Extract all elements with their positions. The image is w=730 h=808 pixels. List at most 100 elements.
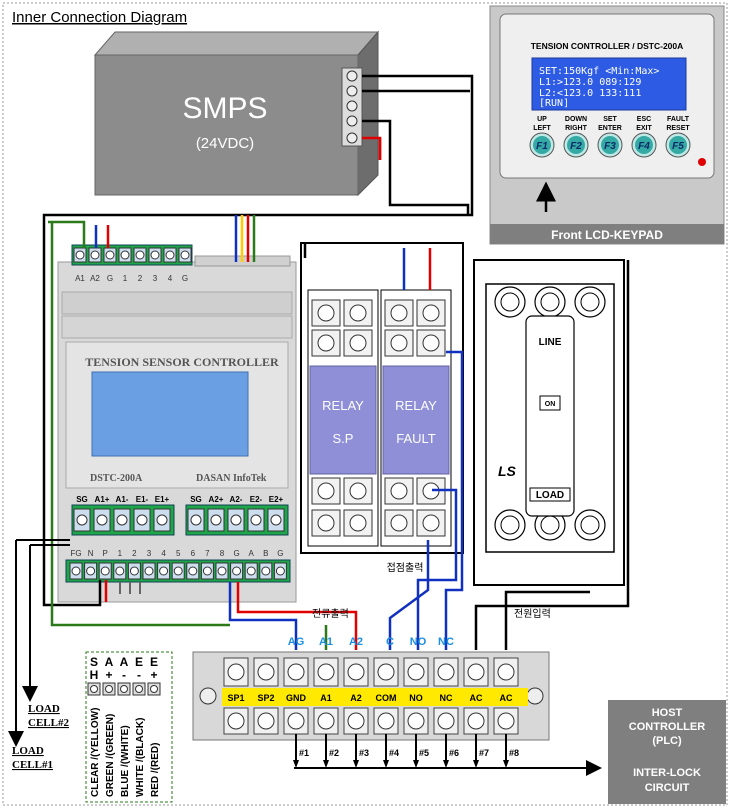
loadcell-id: CELL#2 (28, 717, 69, 729)
wire-label: A2 (349, 636, 363, 648)
legend-code: A (105, 655, 114, 669)
bottom-terminal-label: 4 (161, 549, 166, 558)
host-line-1: HOST (652, 707, 683, 719)
bottom-terminal-label: 1 (118, 549, 123, 558)
terminal-label: A1 (320, 693, 332, 703)
lcd-line-2: L1:>123.0 089:129 (539, 77, 641, 88)
keypad-caption-bar (490, 224, 724, 244)
key-label: F3 (604, 141, 616, 152)
legend-code: E (150, 655, 158, 669)
top-terminal-label: A1 (75, 274, 85, 283)
bottom-terminal-label: 2 (132, 549, 137, 558)
bottom-terminal-label: N (88, 549, 94, 558)
keypad-header: TENSION CONTROLLER / DSTC-200A (531, 41, 684, 51)
terminal-label: AC (470, 693, 483, 703)
legend-code: E (135, 655, 143, 669)
smps-unit: SMPS (24VDC) (93, 30, 380, 197)
bottom-terminal-label: P (103, 549, 108, 558)
smps-voltage: (24VDC) (196, 135, 254, 152)
terminal-number: #6 (449, 748, 459, 758)
mid-terminal-label: E1- (136, 495, 149, 504)
host-line-3: (PLC) (652, 735, 682, 747)
breaker-line-label: LINE (539, 337, 562, 348)
legend-code-sign: - (137, 668, 141, 682)
legend-code-sign: H (90, 668, 99, 682)
tension-controller: TENSION SENSOR CONTROLLER DSTC-200A DASA… (57, 244, 297, 603)
relay-label: RELAY (322, 398, 364, 413)
bottom-terminal-label: G (233, 549, 239, 558)
bottom-terminal-label: 3 (147, 549, 152, 558)
legend-code: A (120, 655, 129, 669)
terminal-label-strip (222, 688, 528, 706)
mid-terminal-label: E2- (250, 495, 263, 504)
lcd-line-4: [RUN] (539, 98, 569, 109)
host-controller: HOST CONTROLLER (PLC) INTER-LOCK CIRCUIT (608, 700, 726, 804)
power-input-label: 전원입력 (514, 607, 551, 620)
terminal-label: A2 (350, 693, 362, 703)
terminal-label: GND (286, 693, 307, 703)
terminal-label: COM (376, 693, 397, 703)
lcd-line-1: SET:150Kgf <Min:Max> (539, 66, 659, 77)
terminal-label: SP1 (227, 693, 244, 703)
key-top-label: SET (603, 116, 617, 123)
mid-terminal-label: SG (190, 495, 202, 504)
relay-type: S.P (333, 431, 354, 446)
smps-name: SMPS (182, 92, 267, 125)
relay-body (309, 365, 377, 475)
keypad-caption: Front LCD-KEYPAD (551, 228, 663, 242)
terminal-label: AC (500, 693, 513, 703)
controller-name: TENSION SENSOR CONTROLLER (85, 355, 279, 369)
current-output-label: 전류출력 (312, 608, 349, 620)
loadcell-id: CELL#1 (12, 759, 53, 771)
legend-wire: RED /(RED) (150, 743, 161, 797)
top-terminal-label: G (107, 274, 113, 283)
key-label: F1 (536, 141, 548, 152)
mid-terminal-label: E2+ (269, 495, 284, 504)
lcd-keypad-panel: TENSION CONTROLLER / DSTC-200A SET:150Kg… (489, 5, 725, 245)
bottom-terminal-label: FG (70, 549, 81, 558)
key-bottom-label: EXIT (636, 125, 652, 132)
top-terminal-label: G (182, 274, 188, 283)
key-bottom-label: ENTER (598, 125, 622, 132)
smps-body (94, 54, 359, 196)
legend-code-sign: + (105, 668, 112, 682)
top-terminal-label: 2 (138, 274, 143, 283)
bottom-terminal-label: A (249, 549, 255, 558)
bottom-terminal-label: 6 (191, 549, 196, 558)
terminal-number: #3 (359, 748, 369, 758)
relay-type: FAULT (396, 431, 436, 446)
terminal-number: #4 (389, 748, 399, 758)
circuit-breaker: LINE ON LS LOAD (473, 259, 625, 586)
key-bottom-label: LEFT (533, 125, 551, 132)
controller-lcd (91, 371, 249, 457)
wire-label: C (386, 636, 394, 648)
top-terminal-label: 1 (123, 274, 128, 283)
diagram-title: Inner Connection Diagram (12, 9, 187, 26)
mid-terminal-label: E1+ (155, 495, 170, 504)
key-top-label: ESC (637, 116, 651, 123)
lcd-line-3: L2:<123.0 133:111 (539, 88, 641, 99)
mid-terminal-label: A2- (230, 495, 243, 504)
host-line-5: CIRCUIT (645, 782, 690, 794)
mid-terminal-label: SG (76, 495, 88, 504)
relay-body (382, 365, 450, 475)
legend-wire: GREEN /(GREEN) (105, 714, 116, 797)
terminal-label: SP2 (257, 693, 274, 703)
key-bottom-label: RIGHT (565, 125, 588, 132)
loadcell-label: LOAD (12, 745, 44, 757)
keypad-lcd (531, 57, 687, 111)
controller-maker: DASAN InfoTek (196, 473, 267, 484)
terminal-label: NO (409, 693, 423, 703)
host-line-2: CONTROLLER (629, 721, 705, 733)
mid-terminal-label: A2+ (209, 495, 224, 504)
mid-terminal-label: A1+ (95, 495, 110, 504)
top-terminal-label: A2 (90, 274, 100, 283)
key-top-label: UP (537, 116, 547, 123)
loadcell-label: LOAD (28, 703, 60, 715)
legend-code-sign: + (150, 668, 157, 682)
legend-code: S (90, 655, 98, 669)
